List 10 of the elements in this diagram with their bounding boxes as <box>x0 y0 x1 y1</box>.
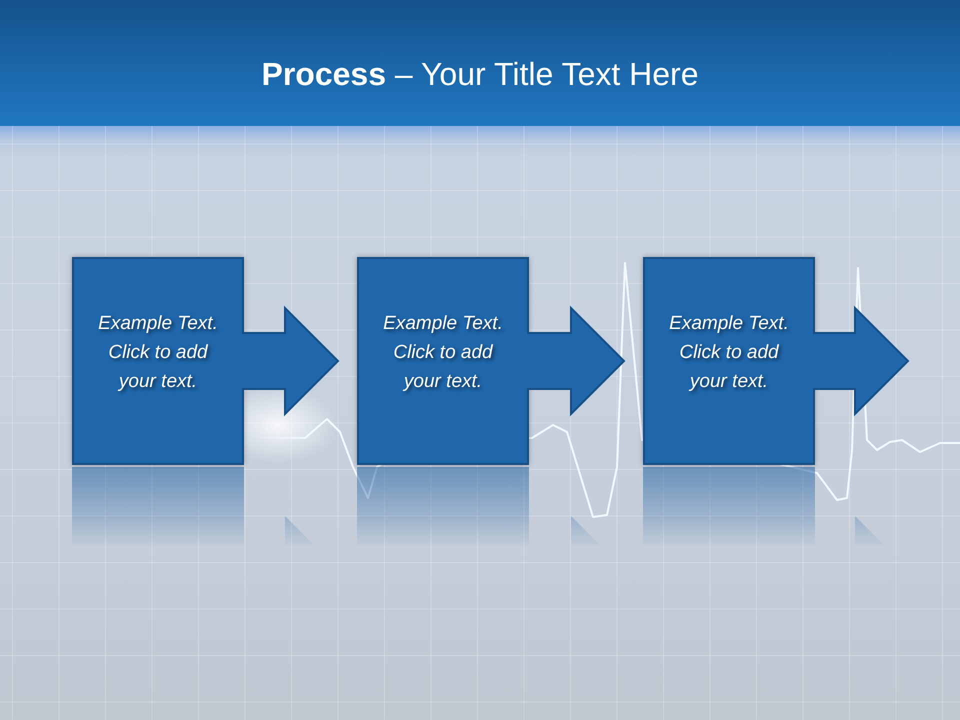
box-text: Example Text. Click to add your text. <box>382 312 504 394</box>
process-box <box>643 257 815 465</box>
block-arrow <box>526 306 626 416</box>
box-text: Example Text. Click to add your text. <box>97 312 219 394</box>
process-box <box>357 257 529 465</box>
block-arrow <box>241 306 340 416</box>
process-box <box>72 257 244 465</box>
box-text: Example Text. Click to add your text. <box>668 312 790 394</box>
block-arrow <box>812 306 910 416</box>
slide-title: Process – Your Title Text Here <box>261 56 698 92</box>
